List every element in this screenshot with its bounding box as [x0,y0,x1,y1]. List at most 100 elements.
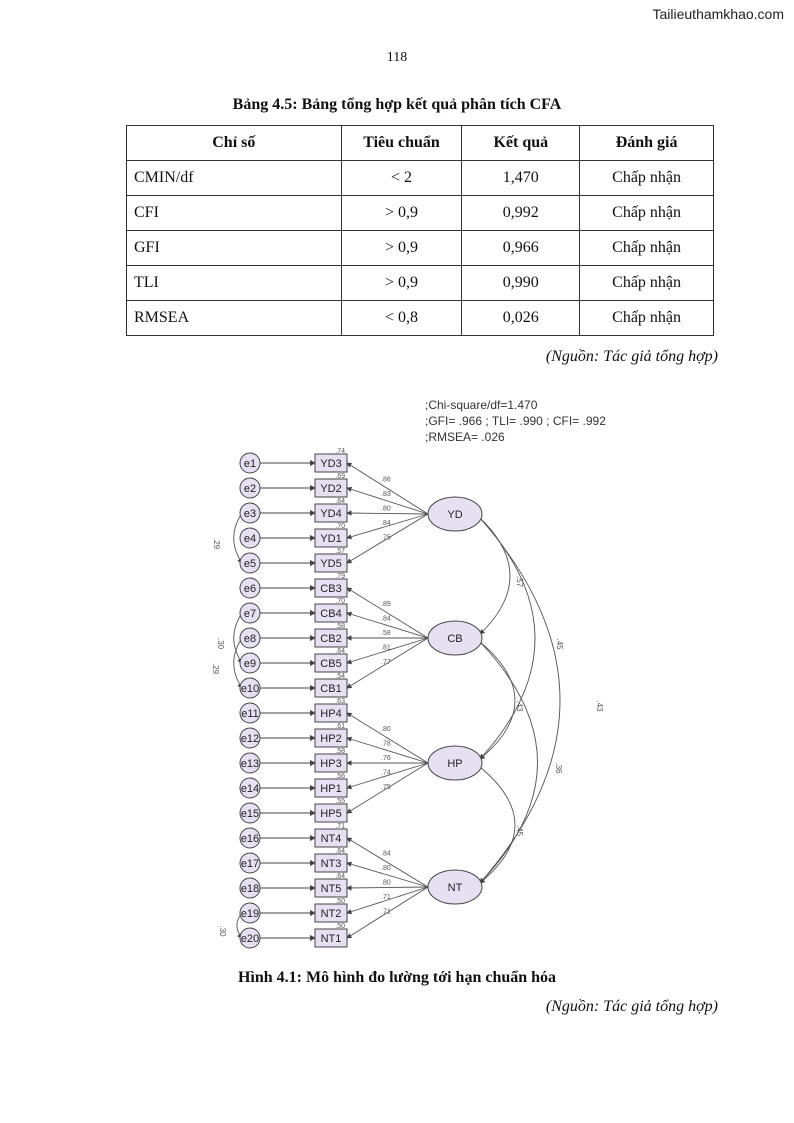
loading-path [346,587,429,639]
loading-path [346,762,429,814]
loading-label: .71 [381,909,391,916]
r-squared-label: .70 [335,598,345,605]
r-squared-label: .55 [335,798,345,805]
table-header-row: Chỉ số Tiêu chuẩn Kết quả Đánh giá [126,125,714,161]
table-row: GFI > 0,9 0,966 Chấp nhận [126,230,714,266]
r-squared-label: .64 [335,873,345,880]
evaluation-cell: Chấp nhận [579,265,714,301]
correlation-arc [474,762,516,884]
loading-label: .84 [381,616,391,623]
r-squared-label: .70 [335,523,345,530]
loading-path [346,486,429,515]
r-squared-label: .50 [335,923,345,930]
indicator-label: HP2 [320,733,341,745]
r-squared-label: .61 [335,723,345,730]
r-squared-label: .64 [335,498,345,505]
error-term-label: e9 [244,658,256,670]
error-covariance-arc [233,507,247,564]
r-squared-label: .63 [335,698,345,705]
loading-path [346,611,429,639]
indicator-label: NT1 [321,933,342,945]
loading-label: .80 [381,880,391,887]
fit-stat: ;GFI= .966 ; TLI= .990 ; CFI= .992 [425,414,606,428]
result-cell: 0,992 [461,195,581,231]
loading-label: .80 [381,865,391,872]
latent-factor-label: NT [448,882,463,894]
indicator-label: YD5 [320,558,341,570]
r-squared-label: .69 [335,473,345,480]
latent-factor-label: CB [447,633,462,645]
figure-source: (Nguồn: Tác giả tổng hợp) [545,998,718,1015]
r-squared-label: .57 [335,548,345,555]
indicator-label: NT5 [321,883,342,895]
table-row: CMIN/df < 2 1,470 Chấp nhận [126,160,714,196]
correlation-arc [474,636,538,884]
criterion-cell: < 0,8 [340,300,463,336]
loading-label: .71 [381,894,391,901]
table-title: Bảng 4.5: Bảng tổng hợp kết quả phân tíc… [232,96,562,113]
loading-label: .80 [381,726,391,733]
loading-path [346,637,429,665]
indicator-label: CB1 [320,683,341,695]
indicator-label: NT4 [321,833,342,845]
correlation-label: .57 [515,576,524,588]
header-cell: Kết quả [461,125,581,161]
r-squared-label: .64 [335,648,345,655]
index-cell: CFI [126,195,342,231]
loading-path [346,886,429,915]
error-term-label: e14 [241,783,259,795]
r-squared-label: .58 [335,748,345,755]
covariance-label: .29 [211,663,220,675]
error-term-label: e4 [244,533,256,545]
loading-label: .83 [381,491,391,498]
error-term-label: e17 [241,858,259,870]
error-term-label: e6 [244,583,256,595]
loading-label: .58 [381,630,391,637]
correlation-label: .36 [554,763,563,775]
r-squared-label: .71 [335,823,345,830]
loading-path [346,837,429,888]
r-squared-label: .58 [335,623,345,630]
header-cell: Đánh giá [579,125,714,161]
indicator-label: CB4 [320,608,341,620]
error-term-label: e19 [241,908,259,920]
index-cell: RMSEA [126,300,342,336]
table-source: (Nguồn: Tác giả tổng hợp) [545,348,718,365]
covariance-label: .30 [218,926,227,938]
result-cell: 1,470 [461,160,581,196]
correlation-label: .43 [515,701,524,713]
loading-path [346,513,429,540]
error-term-label: e5 [244,558,256,570]
result-cell: 0,966 [461,230,581,266]
index-cell: GFI [126,230,342,266]
table-row: TLI > 0,9 0,990 Chấp nhận [126,265,714,301]
error-term-label: e16 [241,833,259,845]
figure-caption: Hình 4.1: Mô hình đo lường tới hạn chuẩn… [237,969,557,986]
error-term-label: e7 [244,608,256,620]
evaluation-cell: Chấp nhận [579,160,714,196]
error-term-label: e1 [244,458,256,470]
criterion-cell: < 2 [340,160,463,196]
indicator-label: YD1 [320,533,341,545]
loading-label: .75 [381,784,391,791]
loading-path [346,462,429,515]
indicator-label: CB3 [320,583,341,595]
loading-label: .74 [381,770,391,777]
fit-stat: ;RMSEA= .026 [425,430,505,444]
loading-label: .86 [381,476,391,483]
r-squared-label: .54 [335,673,345,680]
error-covariance-arc [233,632,247,689]
error-term-label: e15 [241,808,259,820]
error-term-label: e20 [241,933,259,945]
indicator-label: NT3 [321,858,342,870]
error-term-label: e12 [241,733,259,745]
r-squared-label: .50 [335,898,345,905]
correlation-label: .45 [515,825,524,837]
loading-label: .75 [381,534,391,541]
loading-path [346,637,429,689]
indicator-label: YD4 [320,508,341,520]
loading-label: .80 [381,505,391,512]
r-squared-label: .64 [335,848,345,855]
error-term-label: e3 [244,508,256,520]
loading-label: .81 [381,645,391,652]
